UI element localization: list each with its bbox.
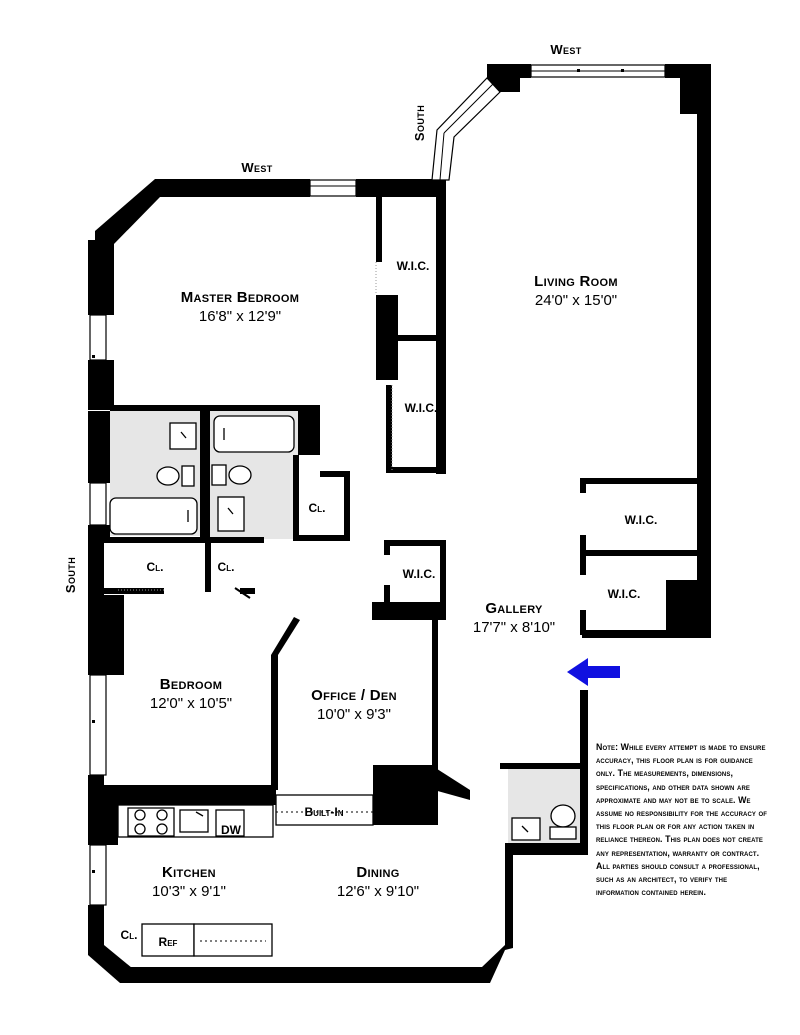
- toilet-icon: [156, 466, 180, 486]
- room-dims-kitchen: 10'3" x 9'1": [152, 883, 226, 900]
- room-name-dining: Dining: [356, 864, 399, 881]
- label-cl-2: Cl.: [147, 560, 164, 574]
- label-built-in: Built-In: [305, 805, 344, 819]
- bathtub-icon: [109, 497, 198, 535]
- label-wic-2: W.I.C.: [405, 401, 438, 415]
- window-bedroom-left: [89, 674, 107, 776]
- sink-icon: [169, 422, 197, 450]
- label-cl-4: Cl.: [121, 928, 138, 942]
- room-dims-bedroom: 12'0" x 10'5": [150, 695, 232, 712]
- label-wic-3: W.I.C.: [403, 567, 436, 581]
- interior-walls: [104, 197, 700, 845]
- bathtub-icon-2: [213, 415, 295, 453]
- room-dims-dining: 12'6" x 9'10": [337, 883, 419, 900]
- label-wic-1: W.I.C.: [397, 259, 430, 273]
- toilet-icon-2: [228, 465, 252, 485]
- room-name-gallery: Gallery: [485, 600, 543, 617]
- window-kitchen-left: [89, 844, 107, 906]
- entry-arrow-icon: [567, 658, 620, 686]
- window-master-top: [309, 179, 357, 197]
- room-name-master-bedroom: Master Bedroom: [181, 289, 299, 306]
- stove-icon: [127, 807, 175, 837]
- kitchen-lower-counter: [193, 923, 273, 957]
- refrigerator: [141, 923, 195, 957]
- label-cl-1: Cl.: [309, 501, 326, 515]
- room-dims-master-bedroom: 16'8" x 12'9": [199, 308, 281, 325]
- room-dims-office-den: 10'0" x 9'3": [317, 706, 391, 723]
- orientation-south-upper: South: [412, 105, 427, 141]
- window-bath-left: [89, 482, 107, 526]
- label-wic-4: W.I.C.: [625, 513, 658, 527]
- orientation-south-left: South: [63, 557, 78, 593]
- built-in-cabinet: [275, 794, 374, 826]
- label-dw: DW: [221, 823, 242, 837]
- room-name-bedroom: Bedroom: [160, 676, 222, 693]
- room-name-office-den: Office / Den: [311, 687, 397, 704]
- sink-icon-2: [217, 496, 245, 532]
- bathroom-fixtures: [109, 415, 577, 841]
- label-ref: Ref: [159, 935, 178, 949]
- powder-toilet-icon: [550, 804, 576, 828]
- kitchen-sink-icon: [179, 809, 209, 833]
- powder-sink-icon: [511, 817, 541, 841]
- outer-walls: [88, 64, 711, 983]
- label-wic-5: W.I.C.: [608, 587, 641, 601]
- windows: [89, 64, 666, 906]
- room-dims-gallery: 17'7" x 8'10": [473, 619, 555, 636]
- dishwasher: [215, 809, 245, 837]
- window-master-left: [89, 314, 107, 361]
- disclaimer-note: Note: While every attempt is made to ens…: [596, 742, 768, 898]
- kitchen-fixtures: [117, 794, 374, 957]
- orientation-west-mid: West: [241, 160, 272, 175]
- label-cl-3: Cl.: [218, 560, 235, 574]
- room-name-kitchen: Kitchen: [162, 864, 216, 881]
- door-markers: [118, 262, 393, 599]
- room-name-living-room: Living Room: [534, 273, 618, 290]
- orientation-west-top: West: [550, 42, 581, 57]
- room-dims-living-room: 24'0" x 15'0": [535, 292, 617, 309]
